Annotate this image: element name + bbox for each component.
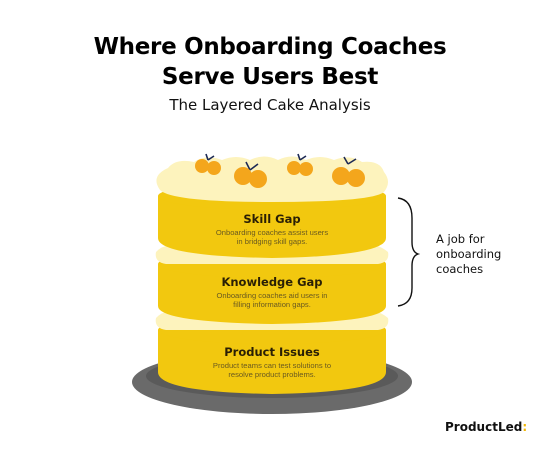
layer-desc-product-issues: Product teams can test solutions to reso… <box>182 361 362 379</box>
layer-desc-line: Onboarding coaches assist users <box>215 228 329 237</box>
page-title: Where Onboarding Coaches Serve Users Bes… <box>0 32 540 92</box>
layer-desc-line: in bridging skill gaps. <box>236 237 308 246</box>
cherry-icon <box>234 161 267 188</box>
layer-title-skill-gap: Skill Gap <box>243 212 301 226</box>
page-subtitle: The Layered Cake Analysis <box>169 96 371 114</box>
layer-desc-line: Onboarding coaches aid users in <box>216 291 328 300</box>
layer-desc-line: resolve product problems. <box>228 370 316 379</box>
cherry-icon <box>195 153 221 175</box>
brand-name: ProductLed <box>445 420 523 434</box>
coach-job-label-line: coaches <box>436 262 484 276</box>
layer-desc-line: Product teams can test solutions to <box>212 361 332 370</box>
layer-desc-line: filling information gaps. <box>233 300 311 309</box>
coach-job-label-line: onboarding <box>436 247 502 261</box>
layer-title-product-issues: Product Issues <box>224 345 320 359</box>
brand-logo: ProductLed: <box>445 420 527 434</box>
title-line-2: Serve Users Best <box>161 64 379 90</box>
title-line-1: Where Onboarding Coaches <box>93 34 447 60</box>
coach-job-label: A job for onboarding coaches <box>436 232 526 277</box>
bracket-icon <box>397 197 421 307</box>
brand-mark: : <box>522 420 528 434</box>
cherry-icon <box>287 153 313 176</box>
layer-title-knowledge-gap: Knowledge Gap <box>221 275 323 289</box>
cherry-icon <box>332 156 365 187</box>
layer-desc-knowledge-gap: Onboarding coaches aid users in filling … <box>182 291 362 309</box>
coach-job-label-line: A job for <box>436 232 485 246</box>
layer-desc-skill-gap: Onboarding coaches assist users in bridg… <box>182 228 362 246</box>
